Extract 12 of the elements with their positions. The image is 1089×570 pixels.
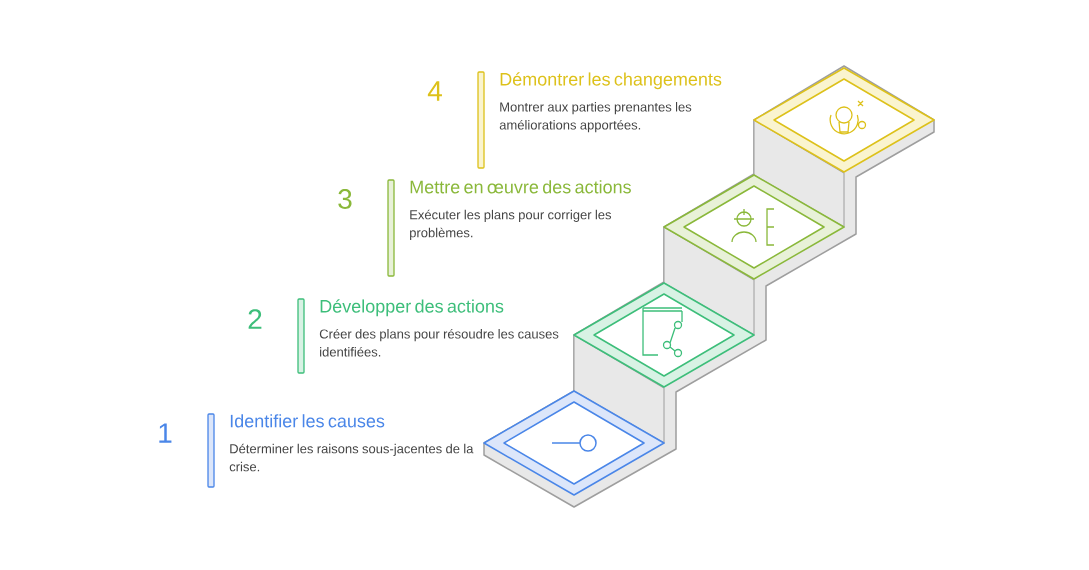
step-heading: Identifier les causes xyxy=(230,414,385,428)
step-number: 2 xyxy=(248,309,262,329)
step-description: Montrer aux parties prenantes les améliorations apportées. xyxy=(499,102,692,133)
step-description: Créer des plans pour résoudre les causes identifiées. xyxy=(319,328,559,357)
step-heading: Mettre en œuvre des actions xyxy=(410,180,631,194)
step-description: Exécuter les plans pour corriger les problèmes. xyxy=(410,209,612,240)
step-number: 1 xyxy=(159,423,172,443)
step-heading: Démontrer les changements xyxy=(500,72,722,90)
step-heading: Développer des actions xyxy=(320,299,504,317)
step-number: 4 xyxy=(427,81,442,101)
step-number: 3 xyxy=(338,189,352,209)
step-description: Déterminer les raisons sous-jacentes de la crise. xyxy=(229,443,474,472)
